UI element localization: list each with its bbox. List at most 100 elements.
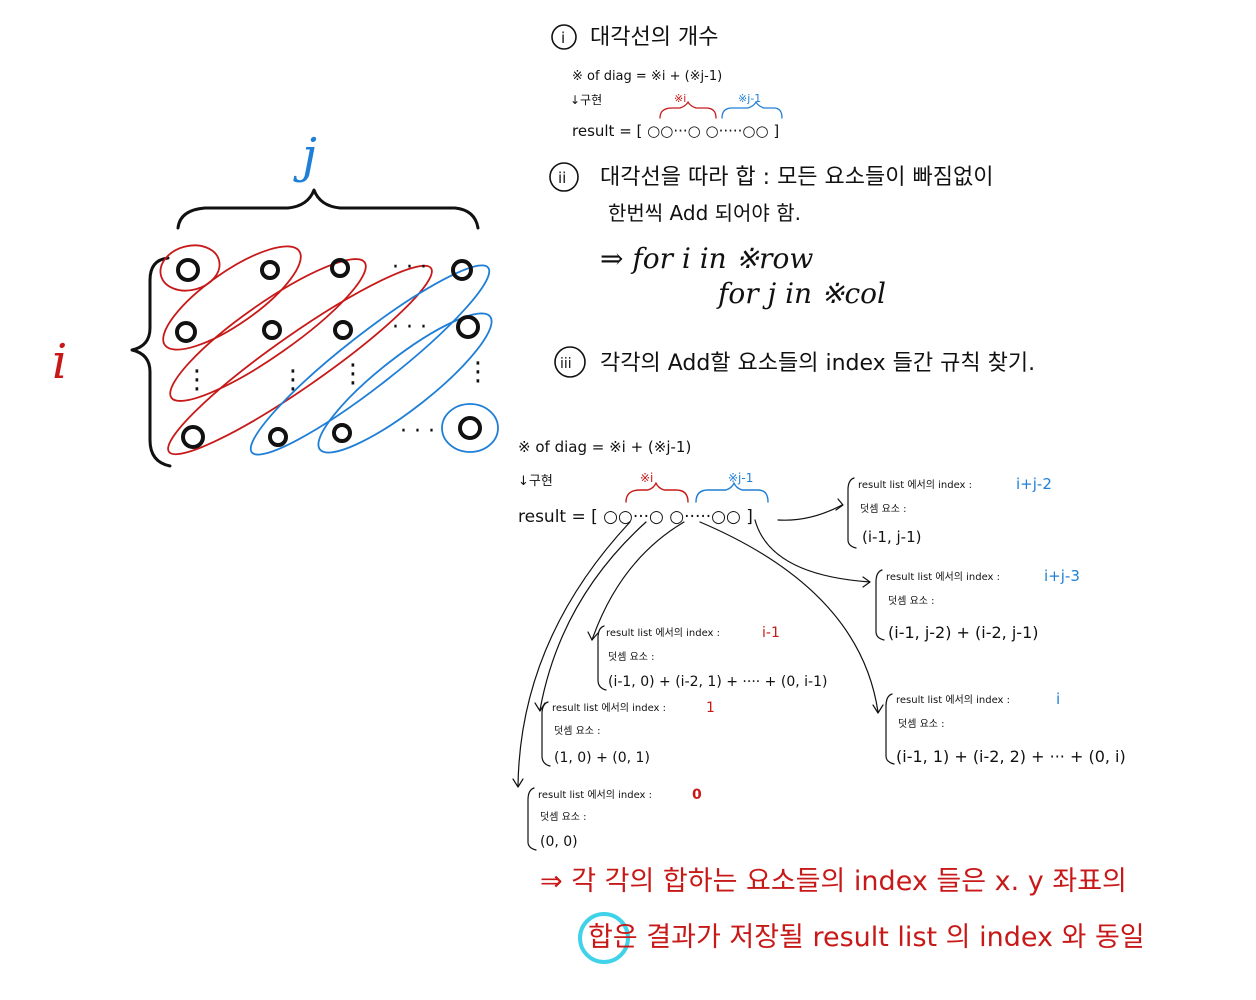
box-sub: 덧셈 요소 : (860, 503, 907, 515)
arrow-to-box-4 (699, 521, 879, 713)
box-index: i+j-3 (1044, 567, 1080, 585)
section-number-circle (554, 346, 586, 378)
box-sub: 덧셈 요소 : (540, 811, 587, 823)
brace-label-blue: ※j-1 (728, 471, 753, 485)
arrow-to-box-5 (539, 521, 647, 711)
element-circle (181, 425, 205, 449)
col-ellipsis: ⋮ (340, 359, 366, 389)
label-j: j (293, 128, 317, 184)
brace-blue (695, 482, 769, 503)
section-number: i (561, 29, 565, 47)
index-box-4: result list 에서의 index : i 덧셈 요소 : (i-1, … (885, 690, 1126, 766)
row-ellipsis: · · · (392, 315, 427, 340)
section-1: i 대각선의 개수 ※ of diag = ※i + (※j-1) ↓구현 ※i… (551, 24, 783, 140)
brace-blue (721, 101, 783, 119)
impl-label: ↓구현 (570, 93, 602, 107)
col-ellipsis: ⋮ (184, 365, 210, 395)
red-loop-4 (167, 264, 433, 456)
element-circle (332, 423, 352, 443)
for-loop-row: ⇒ for i in ※row (600, 242, 813, 275)
box-expr: (i-1, 0) + (i-2, 1) + ···· + (0, i-1) (608, 674, 827, 690)
index-box-6: result list 에서의 index : 0 덧셈 요소 : (0, 0) (527, 787, 702, 851)
box-expr: (i-1, j-1) (862, 528, 922, 546)
red-loop-1 (159, 244, 221, 292)
brace-red (625, 482, 689, 503)
element-circle (176, 258, 200, 282)
index-box-2: result list 에서의 index : i+j-3 덧셈 요소 : (i… (875, 567, 1080, 642)
box-index: 1 (706, 700, 715, 716)
brace-label-red: ※i (674, 92, 686, 105)
arrow-head (872, 704, 884, 714)
section-2: ii 대각선을 따라 합 : 모든 요소들이 빠짐없이 한번씩 Add 되어야 … (549, 162, 993, 310)
box-expr: (i-1, 1) + (i-2, 2) + ··· + (0, i) (896, 747, 1126, 766)
element-circle (268, 427, 288, 447)
diag-count-formula: ※ of diag = ※i + (※j-1) (518, 438, 691, 456)
matrix-diagram: j i (52, 128, 499, 468)
row-ellipsis: · · · (392, 255, 427, 280)
box-bracket (541, 701, 551, 767)
box-bracket (527, 787, 537, 851)
element-circle (260, 260, 280, 280)
arrow-to-box-1 (777, 504, 843, 521)
index-arrows (512, 498, 884, 788)
arrow-head (835, 498, 844, 511)
brace-label-red: ※i (640, 471, 653, 485)
for-loop-col: for j in ※col (716, 277, 886, 310)
section-number: iii (560, 356, 572, 372)
blue-loop-3 (441, 403, 499, 453)
impl-label: ↓구현 (518, 474, 553, 489)
box-label: result list 에서의 index : (606, 627, 720, 639)
box-expr: (i-1, j-2) + (i-2, j-1) (888, 623, 1038, 642)
arrow-to-box-2 (754, 519, 871, 583)
box-sub: 덧셈 요소 : (554, 725, 601, 737)
box-label: result list 에서의 index : (896, 694, 1010, 706)
section-title: 각각의 Add할 요소들의 index 들간 규칙 찾기. (600, 351, 1035, 376)
element-circle (175, 321, 197, 343)
diag-count-formula: ※ of diag = ※i + (※j-1) (572, 69, 722, 84)
box-index: i+j-2 (1016, 475, 1052, 493)
result-list: result = [ ○○···○ ○·····○○ ] (572, 122, 779, 140)
box-index: 0 (692, 787, 702, 803)
red-loop-2 (162, 245, 302, 351)
box-index: i-1 (762, 625, 780, 641)
box-expr: (0, 0) (540, 834, 578, 850)
index-box-3: result list 에서의 index : i-1 덧셈 요소 : (i-1… (597, 625, 827, 691)
arrow-to-box-6 (517, 521, 631, 787)
box-label: result list 에서의 index : (886, 571, 1000, 583)
red-loop-3 (169, 258, 367, 402)
box-bracket (885, 693, 895, 765)
box-label: result list 에서의 index : (552, 702, 666, 714)
index-box-5: result list 에서의 index : 1 덧셈 요소 : (1, 0)… (541, 700, 715, 767)
row-ellipsis: · · · (400, 419, 435, 444)
arrow-head (587, 631, 599, 641)
index-box-1: result list 에서의 index : i+j-2 덧셈 요소 : (i… (847, 475, 1052, 549)
section-line-1: 대각선을 따라 합 : 모든 요소들이 빠짐없이 (600, 165, 993, 190)
box-label: result list 에서의 index : (858, 479, 972, 491)
section-number: ii (558, 169, 566, 187)
section-number-circle (549, 162, 579, 192)
box-label: result list 에서의 index : (538, 789, 652, 801)
col-ellipsis: ⋮ (280, 365, 306, 395)
box-index: i (1056, 690, 1060, 708)
element-circle (330, 258, 350, 278)
element-circle (451, 259, 473, 281)
brace-label-blue: ※j-1 (738, 92, 761, 105)
section-number-circle (551, 24, 577, 50)
arrow-head (512, 778, 524, 788)
detail-diagram: ※ of diag = ※i + (※j-1) ↓구현 ※i ※j-1 resu… (512, 438, 1126, 851)
box-bracket (875, 569, 885, 641)
box-expr: (1, 0) + (0, 1) (554, 750, 650, 766)
conclusion: ⇒ 각 각의 합하는 요소들의 index 들은 x. y 좌표의 합은 결과가… (540, 866, 1145, 964)
element-circle (262, 320, 282, 340)
box-sub: 덧셈 요소 : (898, 718, 945, 730)
box-sub: 덧셈 요소 : (608, 651, 655, 663)
box-sub: 덧셈 요소 : (888, 595, 935, 607)
conclusion-line-1: ⇒ 각 각의 합하는 요소들의 index 들은 x. y 좌표의 (540, 866, 1127, 897)
section-3: iii 각각의 Add할 요소들의 index 들간 규칙 찾기. (554, 346, 1035, 378)
arrow-to-box-3 (591, 521, 685, 641)
brace-red (659, 101, 717, 119)
top-brace (176, 188, 480, 230)
box-bracket (847, 477, 857, 549)
box-bracket (597, 625, 607, 691)
